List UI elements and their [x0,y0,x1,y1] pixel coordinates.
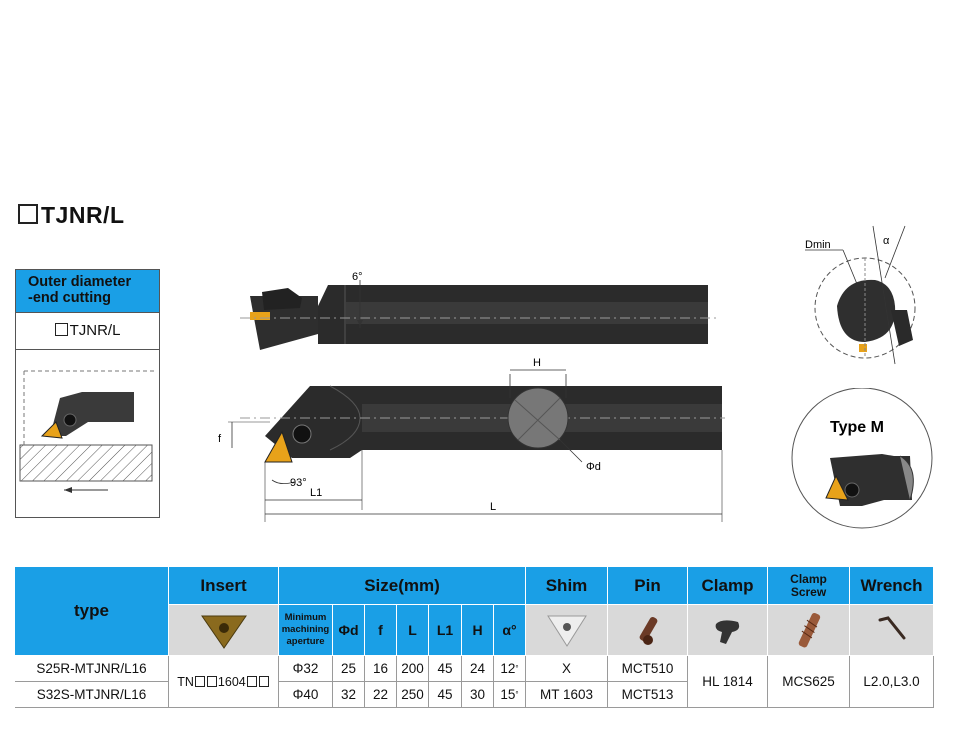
subheader-f: f [365,605,397,656]
header-pin: Pin [608,567,688,605]
subheader-min-aperture: Minimum machining aperture [279,605,333,656]
shim-triangle-icon [546,615,587,647]
cell-clamp-screw: MCS625 [768,656,850,708]
checkbox-square-icon [194,676,205,687]
cell-wrench: L2.0,L3.0 [850,656,934,708]
svg-text:Type M: Type M [830,419,884,436]
clamp-screw-image [768,605,850,656]
type-m-diagram: Type M [791,388,933,529]
cell-H: 30 [462,682,494,708]
svg-text:Dmin: Dmin [805,239,831,251]
cell-L: 250 [397,682,429,708]
cell-L1: 45 [429,682,462,708]
cell-pin: MCT513 [608,682,688,708]
svg-text:93°: 93° [290,477,307,489]
boring-bar-bottom-view: H Φd f 93° L1 L [218,357,725,522]
pin-image [608,605,688,656]
dmin-detail-diagram: Dmin α [805,225,916,365]
pin-icon [639,616,657,645]
cell-phi-d: 32 [333,682,365,708]
cell-pin: MCT510 [608,656,688,682]
page-title: TJNR/L [18,202,125,229]
side-info-box: Outer diameter -end cutting TJNR/L [15,269,160,518]
screw-icon [798,612,820,648]
checkbox-square-icon [246,676,257,687]
insert-image [169,605,279,656]
cell-L: 200 [397,656,429,682]
header-type: type [15,567,169,656]
svg-text:L: L [490,501,496,513]
header-insert: Insert [169,567,279,605]
boring-bar-top-view: 6° [240,271,718,350]
cell-L1: 45 [429,656,462,682]
hex-wrench-icon [878,616,905,640]
checkbox-square-icon [206,676,217,687]
cell-shim: MT 1603 [526,682,608,708]
svg-text:H: H [533,357,541,369]
checkbox-square-icon [18,204,38,224]
cutting-diagram-icon [19,370,156,493]
checkbox-square-icon [258,676,269,687]
clamp-image [688,605,768,656]
cell-alpha: 12° [494,656,526,682]
header-size: Size(mm) [279,567,526,605]
cell-H: 24 [462,656,494,682]
side-box-heading: Outer diameter -end cutting [16,270,159,312]
wrench-image [850,605,934,656]
header-clamp: Clamp [688,567,768,605]
cell-f: 22 [365,682,397,708]
table-row: S25R-MTJNR/L16 [15,656,169,682]
svg-text:6°: 6° [352,271,363,283]
cell-aperture: Φ40 [279,682,333,708]
cell-clamp: HL 1814 [688,656,768,708]
clamp-icon [715,620,739,644]
subheader-L: L [397,605,429,656]
insert-triangle-icon [200,615,247,649]
cell-alpha: 15° [494,682,526,708]
table-row: S32S-MTJNR/L16 [15,682,169,708]
cell-aperture: Φ32 [279,656,333,682]
svg-text:L1: L1 [310,487,322,499]
cell-f: 16 [365,656,397,682]
subheader-L1: L1 [429,605,462,656]
svg-text:f: f [218,433,222,445]
subheader-H: H [462,605,494,656]
cell-phi-d: 25 [333,656,365,682]
svg-text:α: α [883,235,890,247]
cell-shim: X [526,656,608,682]
subheader-phi-d: Φd [333,605,365,656]
side-box-name: TJNR/L [16,312,159,350]
header-wrench: Wrench [850,567,934,605]
header-shim: Shim [526,567,608,605]
spec-table: type Insert Size(mm) Shim Pin Clamp Clam… [15,567,934,708]
shim-image [526,605,608,656]
checkbox-square-icon [54,323,68,336]
subheader-alpha: α° [494,605,526,656]
svg-text:Φd: Φd [586,461,601,473]
